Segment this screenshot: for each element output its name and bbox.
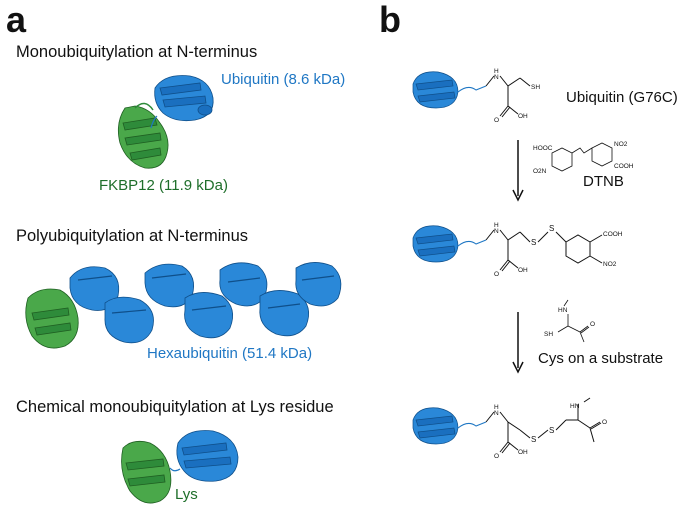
tnb-activated-ubiquitin: H N S S O OH COOH NO2 bbox=[412, 222, 623, 278]
atom-s-2a: S bbox=[531, 238, 536, 247]
atom-s-3a: S bbox=[531, 435, 536, 444]
cys-substrate-label: Cys on a substrate bbox=[538, 350, 664, 367]
atom-o-3: O bbox=[494, 453, 499, 460]
ubiquitin-small-ribbon-3 bbox=[412, 407, 459, 445]
ubiquitin-g76c-molecule: H N SH O OH bbox=[412, 68, 540, 124]
atom-cooh-dtnb: COOH bbox=[614, 163, 634, 170]
lys-ubiquitin-structure bbox=[121, 430, 239, 504]
panel-a-letter: a bbox=[6, 0, 27, 40]
section-title-monoubiquitylation: Monoubiquitylation at N-terminus bbox=[16, 43, 258, 61]
atom-hn-cys: HN bbox=[558, 307, 568, 314]
atom-h-2: H bbox=[494, 222, 499, 229]
reaction-arrow-1 bbox=[512, 140, 524, 202]
reaction-arrow-2 bbox=[512, 312, 524, 374]
ubiquitin-chain bbox=[69, 262, 342, 344]
atom-hn-3: HN bbox=[570, 403, 580, 410]
atom-n-3: N bbox=[494, 410, 499, 417]
cys-substrate-molecule: HN SH O bbox=[544, 299, 595, 343]
atom-o-2: O bbox=[494, 271, 499, 278]
atom-s-3b: S bbox=[549, 426, 554, 435]
lys-label: Lys bbox=[175, 486, 198, 503]
section-title-chemical-monoubiquitylation: Chemical monoubiquitylation at Lys resid… bbox=[16, 398, 334, 416]
atom-oh-2: OH bbox=[518, 267, 528, 274]
ubiquitin-small-ribbon-2 bbox=[412, 225, 459, 263]
atom-s-2b: S bbox=[549, 224, 554, 233]
ubiquitin-ribbon-lys bbox=[176, 430, 239, 482]
atom-n-1: N bbox=[494, 74, 499, 81]
hexaubiquitin-structure bbox=[25, 262, 342, 349]
mono-ubiquitin-structure bbox=[117, 75, 214, 169]
atom-cooh-2: COOH bbox=[603, 231, 623, 238]
atom-no2-2: NO2 bbox=[603, 261, 617, 268]
atom-no2-dtnb: NO2 bbox=[614, 141, 628, 148]
atom-oh-3: OH bbox=[518, 449, 528, 456]
atom-o-3b: O bbox=[602, 419, 607, 426]
dtnb-label: DTNB bbox=[583, 173, 624, 190]
dtnb-molecule: HOOC O2N NO2 COOH bbox=[533, 141, 634, 175]
atom-sh-cys: SH bbox=[544, 331, 553, 338]
atom-oh-1: OH bbox=[518, 113, 528, 120]
atom-n-2: N bbox=[494, 228, 499, 235]
ubiquitin-label: Ubiquitin (8.6 kDa) bbox=[221, 71, 346, 88]
ubiquitin-g76c-label: Ubiquitin (G76C) bbox=[566, 89, 678, 106]
ubiquitin-substrate-conjugate: H N S S O OH HN O bbox=[412, 397, 607, 460]
fkbp12-label: FKBP12 (11.9 kDa) bbox=[99, 177, 228, 194]
atom-hooc-dtnb: HOOC bbox=[533, 145, 553, 152]
ubiquitin-ribbon bbox=[154, 75, 214, 122]
atom-o-cys: O bbox=[590, 321, 595, 328]
atom-h-3: H bbox=[494, 404, 499, 411]
atom-o2n-dtnb: O2N bbox=[533, 168, 547, 175]
hexaubiquitin-label: Hexaubiquitin (51.4 kDa) bbox=[147, 345, 313, 362]
ubiquitin-small-ribbon-1 bbox=[412, 71, 459, 109]
panel-b-letter: b bbox=[379, 0, 401, 40]
atom-o-1: O bbox=[494, 117, 499, 124]
fkbp12-ribbon-poly bbox=[25, 288, 79, 349]
section-title-polyubiquitylation: Polyubiquitylation at N-terminus bbox=[16, 227, 249, 245]
atom-sh-1: SH bbox=[531, 84, 540, 91]
fkbp12-ribbon-lys bbox=[121, 440, 172, 504]
atom-h-1: H bbox=[494, 68, 499, 75]
fkbp12-ribbon bbox=[117, 102, 169, 169]
